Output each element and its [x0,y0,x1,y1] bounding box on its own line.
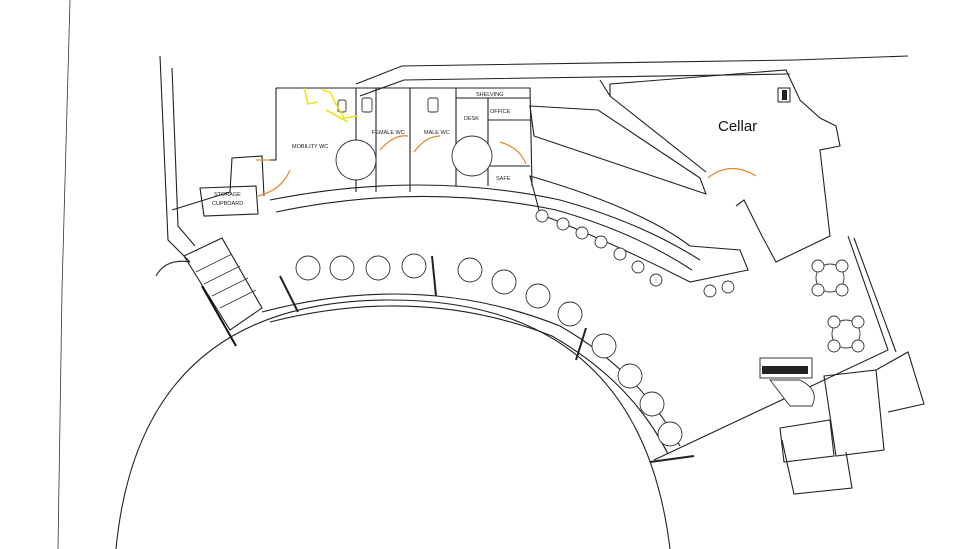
label-cellar: Cellar [718,118,757,135]
outer-wall-top [355,55,909,97]
label-safe: SAFE [496,176,511,182]
label-mobility-wc: MOBILITY WC [292,144,328,150]
bar-dividers [279,255,695,463]
label-cupboard: CUPBOARD [212,201,243,207]
piano-icon [759,357,815,407]
circular-room [115,299,671,549]
bar-counter [529,105,749,283]
outer-wall-left [159,55,196,263]
label-desk: DESK [464,116,479,122]
cellar-fixture-icon [777,87,791,103]
wc-block-walls [171,87,533,211]
table-cluster-2 [827,315,865,353]
entrance-walls [779,351,925,495]
cellar-walls [599,69,841,263]
curved-bar-seats [295,253,683,447]
site-boundary [57,0,71,549]
door-storage [257,169,291,197]
accessible-grab-rail-icon [303,87,359,123]
storage-cupboard-walls [199,185,259,217]
bar-front-curve [261,293,681,455]
door-male [413,135,441,153]
label-office: OFFICE [490,109,510,115]
staircase [155,237,263,347]
corridor-curve-wall [269,184,701,271]
back-bar-stools [535,209,735,298]
label-shelving: SHELVING [476,92,503,98]
label-male-wc: MALE WC [424,130,450,136]
door-cellar [707,167,757,179]
toilet-female-icon [361,97,373,113]
sink-right [451,135,493,177]
label-female-wc: FEMALE WC [372,130,405,136]
label-storage: STORAGE [214,192,241,198]
sink-left [335,139,377,181]
door-office [499,141,527,165]
seating-area-walls [653,235,897,461]
door-female [379,135,409,151]
table-cluster-1 [811,259,849,297]
toilet-male-icon [427,97,439,113]
